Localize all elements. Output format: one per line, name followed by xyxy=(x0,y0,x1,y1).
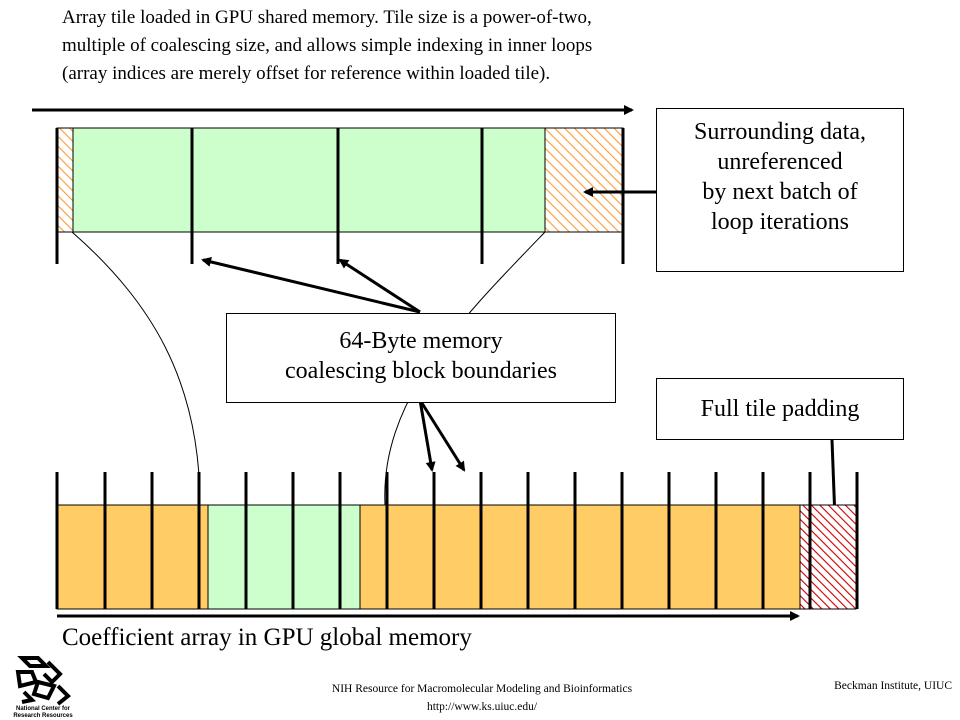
top-caption-line-3: (array indices are merely offset for ref… xyxy=(62,63,551,84)
callout-arrow-boundary-1 xyxy=(201,257,421,314)
footer-url[interactable]: http://www.ks.uiuc.edu/ xyxy=(426,701,538,713)
global-tile-region xyxy=(207,504,361,610)
svg-text:Research Resources: Research Resources xyxy=(13,713,73,718)
bottom-caption: Coefficient array in GPU global memory xyxy=(62,624,472,651)
top-caption-line-2: multiple of coalescing size, and allows … xyxy=(62,35,593,56)
global-block-boundaries xyxy=(55,472,859,609)
global-data-left xyxy=(56,504,209,610)
global-tile-padding xyxy=(799,504,857,610)
surrounding-line-1: Surrounding data, xyxy=(694,119,866,145)
padding-label: Full tile padding xyxy=(700,396,860,422)
surrounding-data-callout: Surrounding data, unreferenced by next b… xyxy=(656,108,904,272)
surrounding-line-3: by next batch of xyxy=(702,179,858,205)
ncrr-logo-icon: National Center for Research Resources xyxy=(13,656,73,718)
surrounding-line-4: loop iterations xyxy=(711,209,849,235)
surrounding-line-2: unreferenced xyxy=(717,149,843,175)
callout-arrow-boundary-3 xyxy=(418,399,436,472)
global-memory-row xyxy=(55,472,859,610)
coalescing-boundaries-callout: 64-Byte memory coalescing block boundari… xyxy=(226,313,616,403)
footer-resource-name: NIH Resource for Macromolecular Modeling… xyxy=(331,683,633,695)
footer-institute: Beckman Institute, UIUC xyxy=(834,680,952,692)
callout-arrow-boundary-2 xyxy=(338,258,421,314)
global-data-right xyxy=(359,504,801,610)
svg-text:National Center for: National Center for xyxy=(16,706,71,712)
tile-referenced-data xyxy=(72,127,546,233)
top-caption-line-1: Array tile loaded in GPU shared memory. … xyxy=(62,7,592,28)
coalescing-line-1: 64-Byte memory xyxy=(339,328,503,354)
tile-left-surrounding xyxy=(56,127,74,233)
tile-right-surrounding xyxy=(544,127,624,233)
top-caption: Array tile loaded in GPU shared memory. … xyxy=(62,4,822,88)
coalescing-line-2: coalescing block boundaries xyxy=(285,358,557,384)
callout-arrow-boundary-4 xyxy=(418,399,466,472)
tile-padding-callout: Full tile padding xyxy=(656,378,904,440)
shared-memory-tile-row xyxy=(55,127,625,264)
mapping-curve-left xyxy=(71,231,201,506)
footer-resource-info: NIH Resource for Macromolecular Modeling… xyxy=(292,680,672,716)
tile-block-boundaries xyxy=(55,128,625,264)
